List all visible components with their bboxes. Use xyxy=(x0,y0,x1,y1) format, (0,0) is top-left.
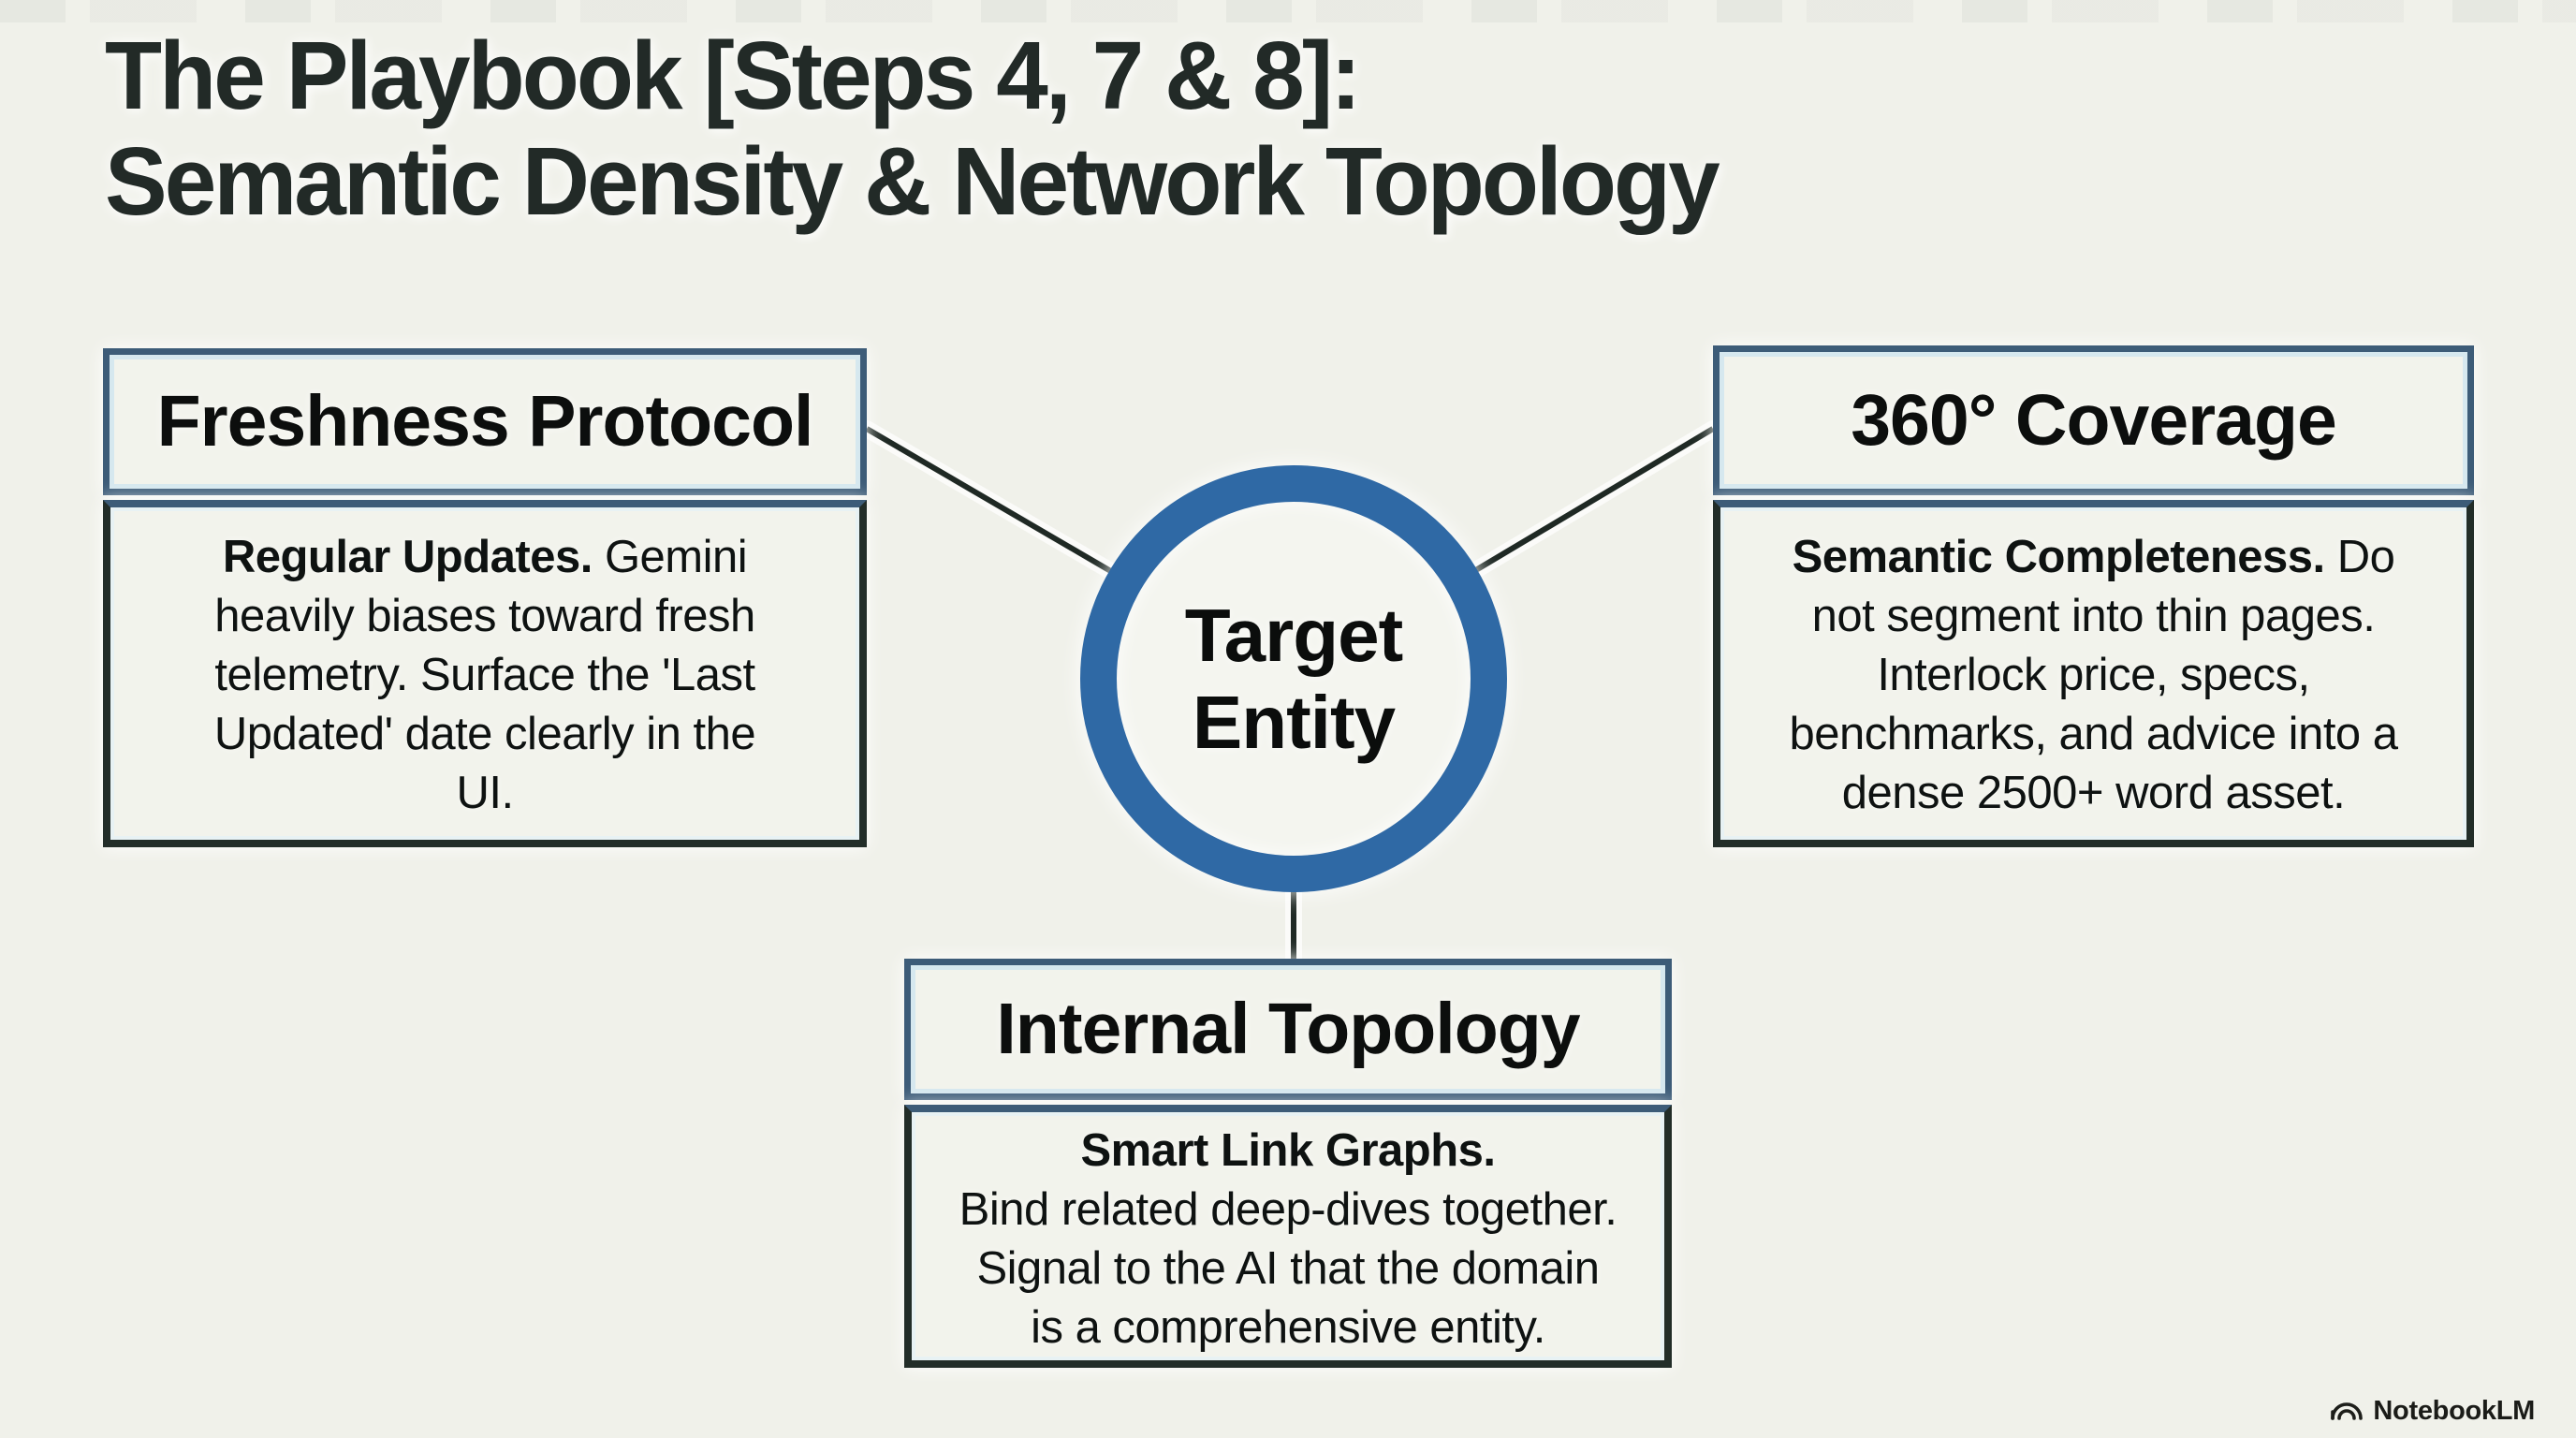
body-line: Bind related deep-dives together. xyxy=(959,1184,1617,1235)
coverage-title: 360° Coverage xyxy=(1851,379,2337,461)
notebooklm-logo-icon xyxy=(2331,1401,2364,1420)
target-entity-label-line1: Target xyxy=(1184,594,1404,677)
freshness-protocol-header: Freshness Protocol xyxy=(103,348,867,495)
body-line: Regular Updates. Gemini xyxy=(222,532,748,582)
target-entity-label-line2: Entity xyxy=(1192,681,1396,764)
notebooklm-label: NotebookLM xyxy=(2373,1396,2535,1426)
topology-header: Internal Topology xyxy=(904,959,1672,1100)
page-title: The Playbook [Steps 4, 7 & 8]: Semantic … xyxy=(105,22,1720,235)
body-line: not segment into thin pages. xyxy=(1811,591,2376,641)
notebooklm-watermark: NotebookLM xyxy=(2329,1396,2535,1427)
body-line: Updated' date clearly in the xyxy=(213,709,756,759)
top-edge-artifact xyxy=(0,0,2576,22)
page-title-line1: The Playbook [Steps 4, 7 & 8]: xyxy=(105,22,1361,129)
freshness-protocol-title: Freshness Protocol xyxy=(156,381,814,462)
topology-title: Internal Topology xyxy=(996,989,1580,1069)
freshness-protocol-body: Regular Updates. Gemini heavily biases t… xyxy=(103,500,867,847)
body-line: UI. xyxy=(456,768,514,818)
body-line: is a comprehensive entity. xyxy=(1031,1302,1545,1353)
topology-body: Smart Link Graphs. Bind related deep-div… xyxy=(904,1105,1672,1368)
coverage-body: Semantic Completeness. Do not segment in… xyxy=(1713,500,2474,847)
body-line: Smart Link Graphs. xyxy=(1080,1125,1496,1176)
connector-freshness-to-center xyxy=(865,426,1116,576)
body-line: telemetry. Surface the 'Last xyxy=(214,650,755,700)
body-line: Semantic Completeness. Do xyxy=(1792,532,2395,582)
body-line: Interlock price, specs, xyxy=(1877,650,2310,700)
page-title-line2: Semantic Density & Network Topology xyxy=(105,127,1720,235)
connector-center-to-coverage xyxy=(1472,426,1715,574)
body-line: heavily biases toward fresh xyxy=(214,591,755,641)
body-line: dense 2500+ word asset. xyxy=(1841,768,2346,818)
target-entity-node: Target Entity xyxy=(1080,465,1507,892)
body-line: Signal to the AI that the domain xyxy=(976,1243,1600,1294)
body-line: benchmarks, and advice into a xyxy=(1789,709,2398,759)
coverage-header: 360° Coverage xyxy=(1713,345,2474,495)
